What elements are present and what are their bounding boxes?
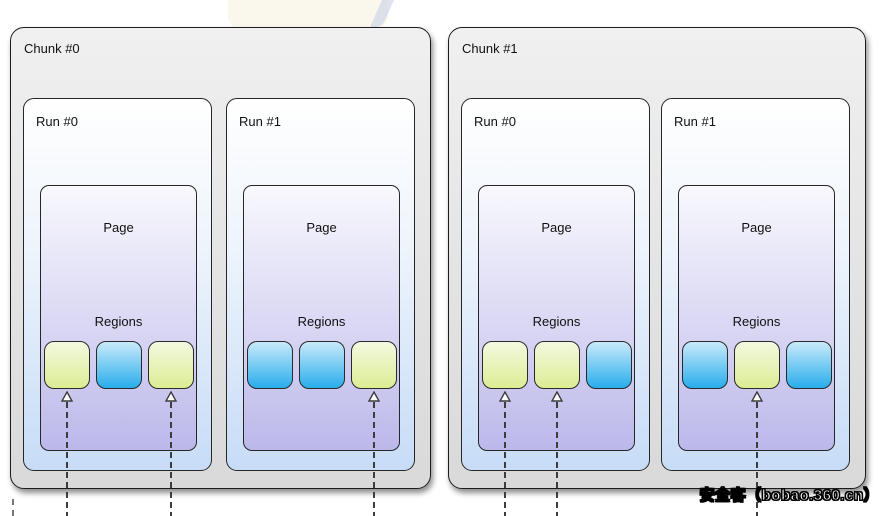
region-row xyxy=(244,341,399,516)
dashed-up-arrow xyxy=(750,391,763,516)
chunk-1-label: Chunk #1 xyxy=(462,41,518,56)
run-label: Run #0 xyxy=(36,114,78,129)
region-green xyxy=(147,341,194,516)
chunk-1-run-0-box: Run #0 Page Regions xyxy=(461,98,650,516)
region-row xyxy=(479,341,634,516)
region-row xyxy=(679,341,834,516)
stray-dash-fragment xyxy=(12,499,14,516)
arrowhead-icon xyxy=(60,391,73,402)
arrowhead-icon xyxy=(367,391,380,402)
run-label: Run #1 xyxy=(239,114,281,129)
page-label: Page xyxy=(306,220,337,235)
dashed-up-arrow xyxy=(550,391,563,516)
region-blue xyxy=(785,341,832,389)
regions-label: Regions xyxy=(297,314,346,329)
region-green xyxy=(733,341,780,516)
dashed-line xyxy=(503,402,506,516)
dashed-line xyxy=(755,402,758,516)
watermark: 安全客（bobao.360.cn） xyxy=(699,487,879,505)
dashed-line xyxy=(555,402,558,516)
arrowhead-icon xyxy=(498,391,511,402)
region-blue xyxy=(95,341,142,389)
region-row xyxy=(41,341,196,516)
page-box: Page Regions xyxy=(478,185,635,516)
region-blue xyxy=(298,341,345,389)
regions-label: Regions xyxy=(94,314,143,329)
dashed-line xyxy=(372,402,375,516)
region-green xyxy=(533,341,580,516)
chunk-0-box: Chunk #0 Run #0 Page Regions Run #1 Page… xyxy=(10,27,431,516)
region-blue xyxy=(681,341,728,389)
chunk-1-run-1-box: Run #1 Page Regions xyxy=(661,98,850,516)
dashed-up-arrow xyxy=(60,391,73,516)
arrowhead-icon xyxy=(550,391,563,402)
dashed-up-arrow xyxy=(164,391,177,516)
dashed-up-arrow xyxy=(367,391,380,516)
region-blue xyxy=(246,341,293,389)
region-green xyxy=(481,341,528,516)
chunk-1-box: Chunk #1 Run #0 Page Regions Run #1 Page… xyxy=(448,27,866,516)
regions-label: Regions xyxy=(732,314,781,329)
regions-label: Regions xyxy=(532,314,581,329)
page-box: Page Regions xyxy=(40,185,197,516)
background-cream-band xyxy=(228,0,388,30)
page-label: Page xyxy=(541,220,572,235)
arrowhead-icon xyxy=(750,391,763,402)
region-green xyxy=(350,341,397,516)
page-label: Page xyxy=(103,220,134,235)
dashed-line xyxy=(169,402,172,516)
page-label: Page xyxy=(741,220,772,235)
arrowhead-icon xyxy=(164,391,177,402)
dashed-line xyxy=(65,402,68,516)
chunk-0-run-1-box: Run #1 Page Regions xyxy=(226,98,415,516)
chunk-0-run-0-box: Run #0 Page Regions xyxy=(23,98,212,516)
run-label: Run #1 xyxy=(674,114,716,129)
chunk-0-label: Chunk #0 xyxy=(24,41,80,56)
page-box: Page Regions xyxy=(243,185,400,516)
page-box: Page Regions xyxy=(678,185,835,516)
region-blue xyxy=(585,341,632,389)
run-label: Run #0 xyxy=(474,114,516,129)
region-green xyxy=(43,341,90,516)
dashed-up-arrow xyxy=(498,391,511,516)
